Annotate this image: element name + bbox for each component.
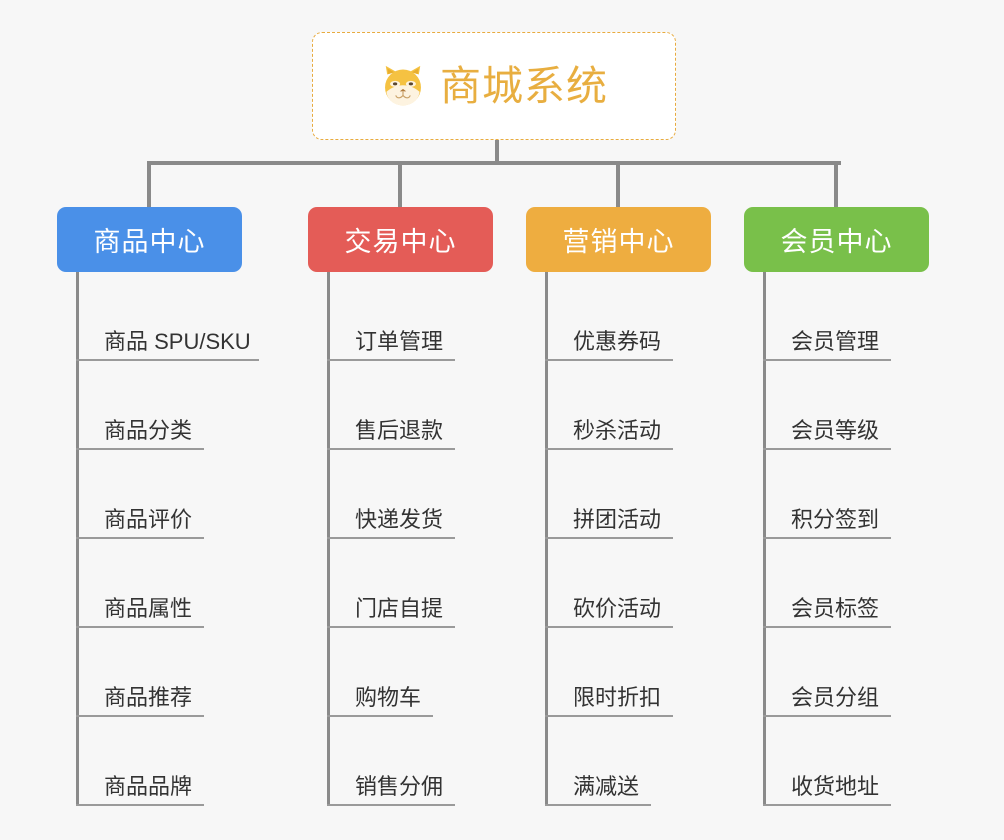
leaf-underline xyxy=(327,715,433,717)
leaf-item[interactable]: 购物车 xyxy=(327,628,557,717)
leaf-underline xyxy=(327,448,455,450)
shiba-inu-icon xyxy=(385,65,421,106)
leaf-item[interactable]: 会员管理 xyxy=(763,272,993,361)
leaf-underline xyxy=(763,804,891,806)
root-node[interactable]: 商城系统 xyxy=(312,32,676,140)
leaf-item[interactable]: 销售分佣 xyxy=(327,717,557,806)
root-title: 商城系统 xyxy=(440,62,608,109)
leaf-item[interactable]: 商品分类 xyxy=(76,361,306,450)
leaf-label: 商品推荐 xyxy=(104,685,193,710)
leaf-item[interactable]: 门店自提 xyxy=(327,539,557,628)
leaf-underline xyxy=(327,537,455,539)
leaf-underline xyxy=(76,537,204,539)
leaf-item[interactable]: 会员分组 xyxy=(763,628,993,717)
leaf-underline xyxy=(763,537,891,539)
leaf-label: 收货地址 xyxy=(791,774,880,799)
leaf-item[interactable]: 满减送 xyxy=(545,717,775,806)
leaf-label: 商品品牌 xyxy=(104,774,193,799)
connector-drop-3 xyxy=(616,161,620,208)
leaf-item[interactable]: 会员等级 xyxy=(763,361,993,450)
leaf-underline xyxy=(76,804,204,806)
leaf-underline xyxy=(327,359,455,361)
leaf-underline xyxy=(763,626,891,628)
leaf-underline xyxy=(327,626,455,628)
leaf-underline xyxy=(545,359,673,361)
leaf-label: 门店自提 xyxy=(355,596,444,621)
connector-drop-4 xyxy=(834,161,838,208)
leaf-label: 商品评价 xyxy=(104,507,193,532)
leaf-label: 购物车 xyxy=(355,685,422,710)
leaf-label: 限时折扣 xyxy=(573,685,662,710)
leaf-item[interactable]: 砍价活动 xyxy=(545,539,775,628)
leaf-label: 砍价活动 xyxy=(573,596,662,621)
leaf-label: 商品属性 xyxy=(104,596,193,621)
leaf-label: 满减送 xyxy=(573,774,640,799)
leaf-item[interactable]: 商品品牌 xyxy=(76,717,306,806)
branch-2: 交易中心订单管理售后退款快递发货门店自提购物车销售分佣 xyxy=(308,207,493,806)
branch-1: 商品中心商品 SPU/SKU 商品分类商品评价商品属性商品推荐商品品牌 xyxy=(57,207,259,806)
leaf-underline xyxy=(76,626,204,628)
leaf-label: 会员分组 xyxy=(791,685,880,710)
leaf-underline xyxy=(327,804,455,806)
connector-drop-1 xyxy=(147,161,151,208)
leaf-item[interactable]: 收货地址 xyxy=(763,717,993,806)
branch-trunk-4 xyxy=(763,272,766,806)
leaf-label: 订单管理 xyxy=(355,329,444,354)
leaf-label: 会员等级 xyxy=(791,418,880,443)
leaf-label: 拼团活动 xyxy=(573,507,662,532)
branch-3: 营销中心优惠券码秒杀活动拼团活动砍价活动限时折扣满减送 xyxy=(526,207,711,806)
leaf-item[interactable]: 商品推荐 xyxy=(76,628,306,717)
branch-trunk-1 xyxy=(76,272,79,806)
branch-header-4[interactable]: 会员中心 xyxy=(744,207,929,272)
leaf-label: 会员标签 xyxy=(791,596,880,621)
leaf-list-2: 订单管理售后退款快递发货门店自提购物车销售分佣 xyxy=(327,272,557,806)
connector-stem xyxy=(495,140,499,164)
leaf-label: 会员管理 xyxy=(791,329,880,354)
connector-drop-2 xyxy=(398,161,402,208)
leaf-item[interactable]: 拼团活动 xyxy=(545,450,775,539)
leaf-item[interactable]: 快递发货 xyxy=(327,450,557,539)
leaf-item[interactable]: 商品属性 xyxy=(76,539,306,628)
leaf-list-3: 优惠券码秒杀活动拼团活动砍价活动限时折扣满减送 xyxy=(545,272,775,806)
leaf-underline xyxy=(763,448,891,450)
leaf-item[interactable]: 积分签到 xyxy=(763,450,993,539)
leaf-underline xyxy=(763,359,891,361)
leaf-underline xyxy=(76,448,204,450)
leaf-label: 积分签到 xyxy=(791,507,880,532)
leaf-label: 售后退款 xyxy=(355,418,444,443)
branch-header-3[interactable]: 营销中心 xyxy=(526,207,711,272)
leaf-label: 销售分佣 xyxy=(355,774,444,799)
leaf-list-4: 会员管理会员等级积分签到会员标签会员分组收货地址 xyxy=(763,272,993,806)
leaf-item[interactable]: 售后退款 xyxy=(327,361,557,450)
leaf-underline xyxy=(545,715,673,717)
leaf-underline xyxy=(545,626,673,628)
leaf-label: 商品分类 xyxy=(104,418,193,443)
leaf-underline xyxy=(76,715,204,717)
connector-bus xyxy=(149,161,841,165)
leaf-label: 快递发货 xyxy=(355,507,444,532)
leaf-item[interactable]: 限时折扣 xyxy=(545,628,775,717)
leaf-item[interactable]: 会员标签 xyxy=(763,539,993,628)
leaf-underline xyxy=(545,537,673,539)
leaf-list-1: 商品 SPU/SKU 商品分类商品评价商品属性商品推荐商品品牌 xyxy=(76,272,306,806)
branch-header-2[interactable]: 交易中心 xyxy=(308,207,493,272)
leaf-underline xyxy=(545,448,673,450)
leaf-label: 秒杀活动 xyxy=(573,418,662,443)
leaf-underline xyxy=(76,359,259,361)
branch-trunk-2 xyxy=(327,272,330,806)
leaf-label: 优惠券码 xyxy=(573,329,662,354)
branch-header-1[interactable]: 商品中心 xyxy=(57,207,242,272)
leaf-underline xyxy=(763,715,891,717)
leaf-item[interactable]: 优惠券码 xyxy=(545,272,775,361)
branch-trunk-3 xyxy=(545,272,548,806)
leaf-item[interactable]: 秒杀活动 xyxy=(545,361,775,450)
leaf-underline xyxy=(545,804,651,806)
leaf-item[interactable]: 订单管理 xyxy=(327,272,557,361)
leaf-item[interactable]: 商品评价 xyxy=(76,450,306,539)
leaf-label: 商品 SPU/SKU xyxy=(104,329,251,354)
leaf-item[interactable]: 商品 SPU/SKU xyxy=(76,272,306,361)
branch-4: 会员中心会员管理会员等级积分签到会员标签会员分组收货地址 xyxy=(744,207,929,806)
